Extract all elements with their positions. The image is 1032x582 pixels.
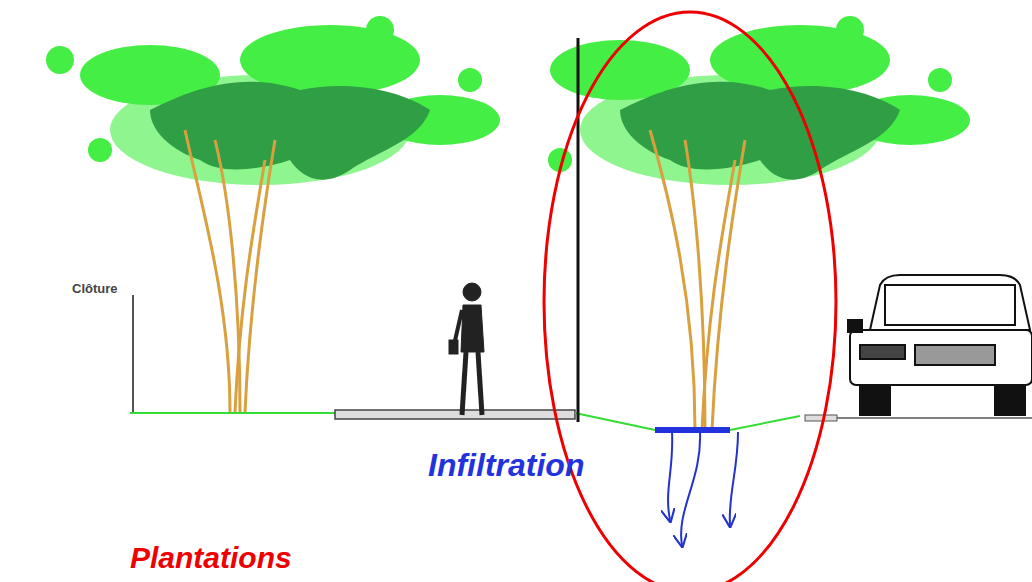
ground-profile	[130, 410, 1032, 433]
fence-label: Clôture	[72, 281, 118, 296]
infiltration-arrow	[668, 432, 738, 545]
section-title: Plantations	[130, 540, 292, 575]
fence	[132, 295, 134, 413]
car	[848, 275, 1032, 415]
tree-trunk	[185, 130, 745, 430]
pedestrian	[449, 283, 484, 415]
infiltration-label: Infiltration	[428, 447, 584, 484]
highlight-ellipse	[544, 12, 836, 582]
pole	[577, 38, 580, 422]
tree-canopy	[548, 16, 970, 185]
